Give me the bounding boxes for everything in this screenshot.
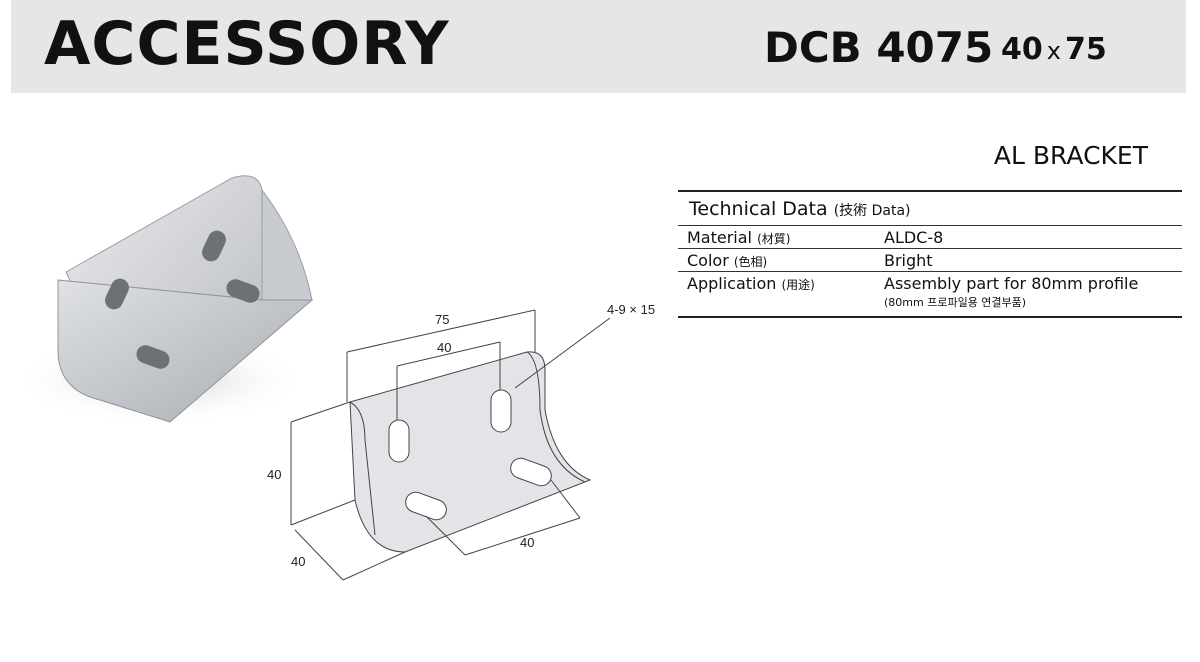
dim-label-40-height: 40 [267,467,281,482]
spec-label-sub: (色相) [733,255,768,269]
drawing-slot [510,457,552,487]
technical-data-heading: Technical Data (技術 Data) [678,192,1182,226]
spec-label-text: Color [687,251,729,270]
spec-row-material: Material (材質) ALDC-8 [678,226,1182,249]
spec-value-note: (80mm 프로파일용 연결부품) [884,296,1027,309]
technical-data-table: Technical Data (技術 Data) Material (材質) A… [678,190,1182,318]
technical-data-title: Technical Data [689,198,828,220]
size-x: x [1046,37,1061,65]
size-height: 75 [1064,32,1107,67]
spec-label-sub: (用途) [781,278,815,292]
spec-value: Assembly part for 80mm profile (80mm 프로파… [884,272,1182,316]
drawing-slot [405,491,447,521]
spec-value: Bright [884,251,933,270]
dim-label-holes: 4-9 × 15 [607,302,655,317]
photo-slot [105,278,129,310]
product-name: AL BRACKET [993,141,1148,170]
dim-leader-holes [514,317,611,389]
dim-label-40-base: 40 [520,535,534,550]
dim-line-40-depth [294,529,344,581]
spec-label: Application (用途) [678,272,884,316]
spec-label-text: Material [687,228,752,247]
spec-value-text: Assembly part for 80mm profile [884,274,1139,293]
spec-label: Material (材質) [678,226,884,248]
drawing-bracket-edge [526,351,586,483]
spec-label-text: Application [687,274,777,293]
photo-base-plate [57,279,314,423]
dim-ext [550,479,581,519]
dim-label-40-depth: 40 [291,554,305,569]
photo-side-web [261,188,313,301]
dim-line-40-base [464,517,581,556]
technical-data-sub: (技術 Data) [833,203,911,219]
drawing-slot [490,389,512,433]
spec-label: Color (色相) [678,249,884,271]
dim-line-75 [346,309,536,353]
dim-label-75: 75 [435,312,449,327]
product-photo [10,175,314,425]
size-width: 40 [1001,32,1043,67]
spec-value: ALDC-8 [884,228,944,247]
dim-ext [425,515,466,556]
photo-slot [202,230,226,262]
dim-label-40-top: 40 [437,340,451,355]
spec-row-application: Application (用途) Assembly part for 80mm … [678,272,1182,316]
photo-slot [136,345,170,369]
dim-ext [290,499,356,526]
spec-label-sub: (材質) [757,232,791,246]
dimension-drawing: 75 40 40 40 40 4-9 × 15 [267,302,655,581]
drawing-bracket-edge [349,401,376,536]
drawing-bracket-body [349,351,592,553]
dim-ext [342,551,406,581]
spec-row-color: Color (色相) Bright [678,249,1182,272]
page-title: ACCESSORY [44,9,450,79]
photo-slot [226,279,260,303]
model-number: DCB 4075 [764,23,994,72]
dim-line-40-top [396,341,501,367]
drawing-slot [388,419,410,463]
dim-ext [290,401,351,423]
